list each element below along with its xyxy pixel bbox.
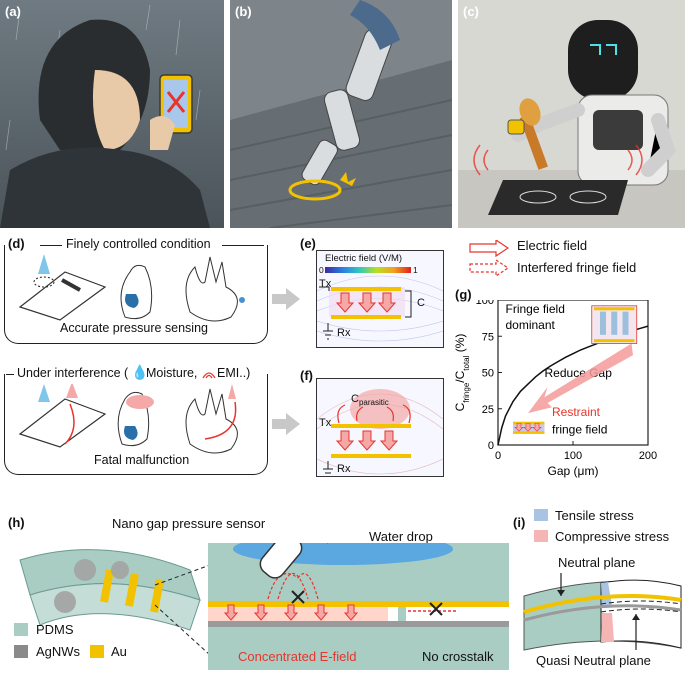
d-top-box (4, 245, 268, 344)
h-legend-swatch-au (90, 645, 104, 658)
d-to-ef-arrows (272, 288, 300, 435)
d-bottom-box (4, 374, 268, 475)
f-rx: Rx (337, 463, 351, 475)
tensile-swatch (534, 509, 548, 521)
h-no-crosstalk: No crosstalk (422, 649, 494, 664)
y-tick-label: 50 (482, 368, 494, 380)
h-device-3d (19, 549, 201, 631)
annot-restraint-1: Restraint (552, 405, 601, 419)
h-cross-section: Concentrated E-field No crosstalk (208, 543, 509, 670)
panel-label-b: (b) (235, 4, 252, 19)
legend-fringe-field: Interfered fringe field (517, 260, 637, 275)
d-moisture: Moisture, (146, 366, 198, 380)
f-c-letter: C (351, 393, 359, 405)
panel-label-g: (g) (455, 287, 472, 302)
h-legend-pdms: PDMS (36, 622, 74, 637)
x-tick-label: 100 (564, 450, 582, 462)
d-bottom-title-prefix: Under interference ( (17, 366, 129, 380)
panel-label-a: (a) (5, 4, 21, 19)
d-emi: EMI..) (217, 366, 251, 380)
d-bottom-caption: Fatal malfunction (94, 453, 190, 467)
inset-small-bottom-electrode (513, 431, 545, 434)
panel-label-e: (e) (300, 236, 316, 251)
f-c-main: Cparasitic (351, 393, 389, 407)
annot-fringe-1: Fringe field (506, 302, 565, 316)
inset-small-field (514, 422, 524, 432)
h-zoom-lines (154, 564, 211, 656)
h-legend-row-pdms: PDMS (14, 620, 164, 640)
inset-large-field (600, 311, 606, 335)
inset-large-top-electrode (594, 307, 635, 311)
photo-a: (a) (0, 0, 224, 228)
inset-large-field (622, 311, 629, 335)
e-cb-min: 0 (319, 265, 324, 275)
i-quasi: Quasi Neutral plane (536, 653, 651, 668)
panel-label-c: (c) (463, 4, 479, 19)
d-top-caption: Accurate pressure sensing (60, 321, 208, 335)
photo-c: (c) (458, 0, 685, 228)
e-colorbar-title: Electric field (V/M) (325, 253, 403, 264)
e-tx: Tx (319, 278, 332, 290)
inset-large-bottom-electrode (594, 339, 635, 343)
e-sim-box: Electric field (V/M) 0 1 Tx Rx C (316, 250, 444, 348)
y-tick-label: 75 (482, 331, 494, 343)
panel-label-i: (i) (513, 515, 526, 530)
panel-label-h: (h) (8, 515, 25, 530)
inset-small-field (532, 422, 542, 432)
d-bottom-illustrations (18, 384, 238, 454)
field-legend-arrows (469, 240, 510, 276)
h-legend: PDMS AgNWs Au (14, 620, 164, 660)
d-top-title: Finely controlled condition (66, 237, 211, 251)
d-top-illustrations (18, 254, 245, 322)
e-cap: C (417, 297, 425, 309)
i-compressive: Compressive stress (555, 529, 670, 544)
y-tick-label: 25 (482, 404, 494, 416)
d-title-rule-left (40, 245, 62, 246)
photo-b: (b) (230, 0, 452, 228)
i-neutral: Neutral plane (558, 555, 636, 570)
y-axis-label: Cfringe/Ctotal (%) (453, 334, 471, 412)
x-axis-label: Gap (μm) (548, 464, 599, 478)
emi-wave-icon (202, 372, 216, 379)
h-legend-row-agnws-au: AgNWs Au (14, 640, 164, 660)
f-c-sub: parasitic (358, 398, 389, 408)
y-tick-label: 0 (488, 440, 494, 452)
compressive-swatch (534, 530, 548, 542)
h-legend-swatch-agnws (14, 645, 28, 658)
i-bending-diagram (523, 573, 682, 651)
x-tick-label: 200 (639, 450, 657, 462)
annot-fringe-2: dominant (506, 318, 556, 332)
moisture-drop-icon: 💧 (131, 364, 149, 380)
e-rx: Rx (337, 327, 351, 339)
inset-small-field (523, 422, 533, 432)
annot-restraint-2: fringe field (552, 422, 607, 436)
h-water-drop: Water drop (369, 529, 433, 544)
e-cb-max: 1 (413, 265, 418, 275)
h-title: Nano gap pressure sensor (112, 516, 266, 531)
f-sim-box: Cparasitic Tx Rx (316, 378, 444, 477)
h-legend-swatch-pdms (14, 623, 28, 636)
x-tick-label: 0 (495, 450, 501, 462)
inset-large-field (611, 311, 618, 335)
d-title-rule-right (222, 245, 264, 246)
f-tx: Tx (319, 417, 332, 429)
panel-label-f: (f) (300, 368, 313, 383)
h-legend-au: Au (111, 644, 127, 659)
y-tick-label: 100 (476, 300, 494, 307)
legend-electric-field: Electric field (517, 238, 588, 253)
i-tensile: Tensile stress (555, 508, 634, 523)
h-legend-agnws: AgNWs (36, 644, 81, 659)
reduce-gap-arrow (528, 343, 633, 414)
h-concentrated: Concentrated E-field (238, 649, 357, 664)
